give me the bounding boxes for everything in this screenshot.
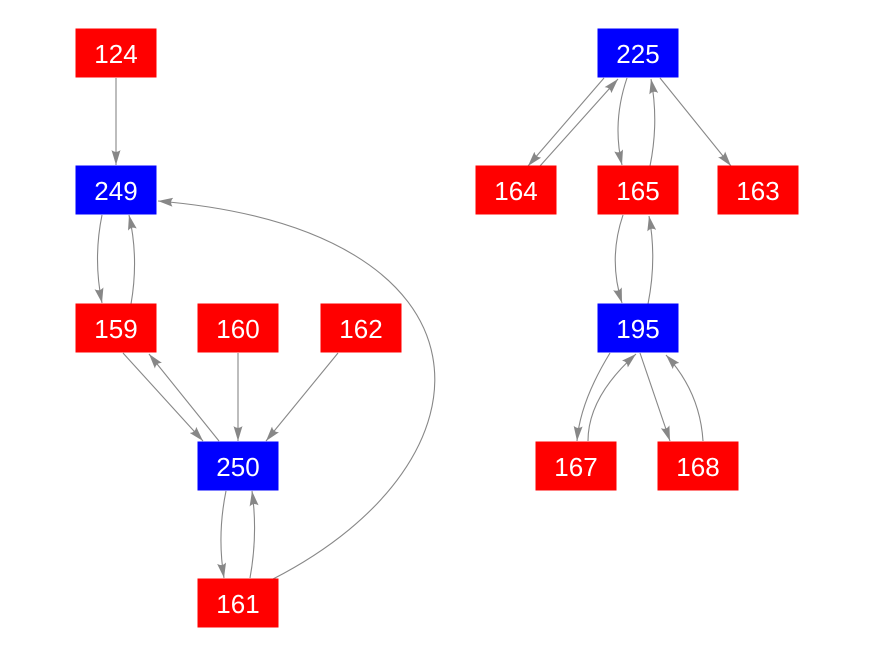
node-168-box [657,441,739,491]
node-124: 124 [75,28,157,78]
node-159-box [75,303,157,353]
node-162-box [320,303,402,353]
node-225-label: 225 [616,39,659,69]
node-163-box [717,165,799,215]
node-160-box [197,303,279,353]
node-195-box [597,303,679,353]
node-167-label: 167 [554,452,597,482]
node-159-label: 159 [94,314,137,344]
node-163: 163 [717,165,799,215]
node-164: 164 [475,165,557,215]
edge-250-to-159 [148,353,220,442]
node-168-label: 168 [676,452,719,482]
node-162: 162 [320,303,402,353]
node-250-label: 250 [216,452,259,482]
node-167-box [535,441,617,491]
node-161: 161 [197,578,279,628]
node-124-label: 124 [94,39,137,69]
node-160: 160 [197,303,279,353]
edge-250-to-161 [217,490,227,579]
node-250-box [197,441,279,491]
edge-225-to-165 [614,77,628,166]
node-249: 249 [75,165,157,215]
edge-164-to-225 [539,78,619,167]
node-162-label: 162 [339,314,382,344]
edge-225-to-164 [527,77,605,167]
edge-167-to-195 [587,353,637,442]
node-195: 195 [597,303,679,353]
edge-195-to-165 [647,215,657,305]
node-165-label: 165 [616,176,659,206]
edge-225-to-163 [659,77,732,167]
node-225: 225 [597,28,679,78]
node-layer: 124 249 159 160 162 250 161 225 164 165 163 195 167 1… [75,28,799,628]
node-165: 165 [597,165,679,215]
node-159: 159 [75,303,157,353]
edge-165-to-225 [649,78,659,167]
node-165-box [597,165,679,215]
edge-195-to-168 [639,352,671,442]
node-164-box [475,165,557,215]
node-168: 168 [657,441,739,491]
node-249-label: 249 [94,176,137,206]
edge-159-to-249 [128,214,137,305]
edge-layer [94,77,732,580]
edge-162-to-250 [265,352,339,442]
node-164-label: 164 [494,176,537,206]
node-124-box [75,28,157,78]
node-163-label: 163 [736,176,779,206]
edge-161-to-249 [157,197,436,580]
node-167: 167 [535,441,617,491]
edge-159-to-250 [122,352,204,442]
node-161-label: 161 [216,589,259,619]
node-160-label: 160 [216,314,259,344]
node-249-box [75,165,157,215]
node-195-label: 195 [616,314,659,344]
edge-165-to-195 [613,214,624,304]
edge-249-to-159 [94,214,104,304]
edge-195-to-167 [573,352,611,442]
edge-168-to-195 [665,354,704,442]
node-161-box [197,578,279,628]
node-225-box [597,28,679,78]
node-250: 250 [197,441,279,491]
edge-161-to-250 [249,490,259,579]
